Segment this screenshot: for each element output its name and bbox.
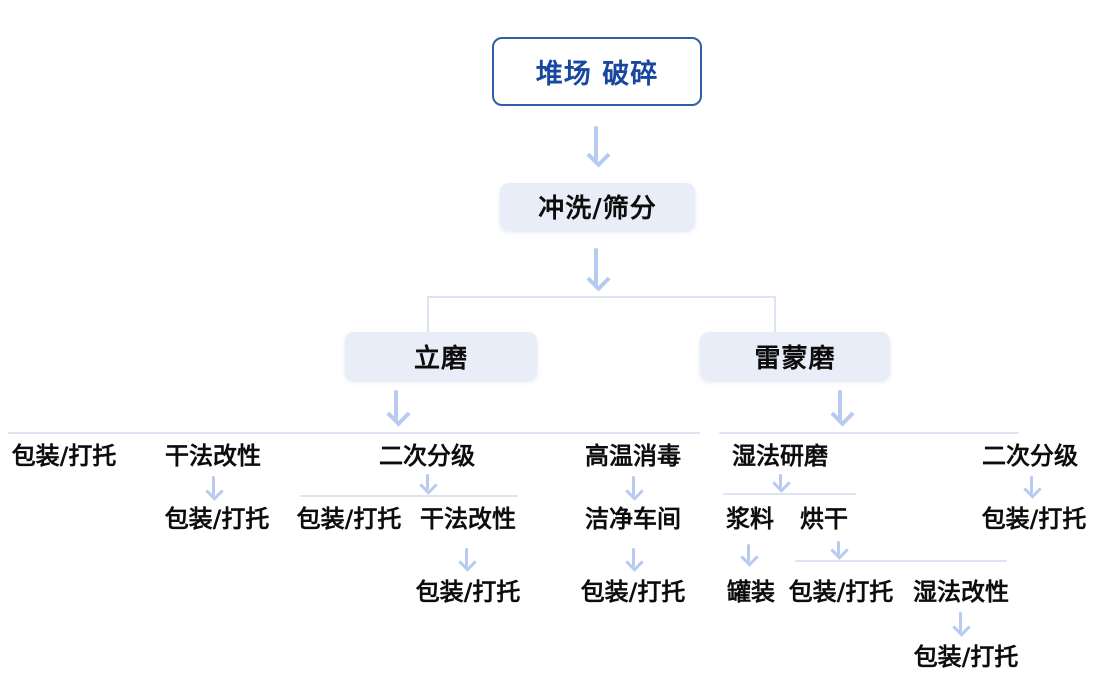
down-arrow-icon — [1019, 476, 1043, 499]
node-high-temp-sterilization: 高温消毒 — [585, 442, 681, 470]
down-arrow-icon — [828, 390, 852, 427]
node-raymond-mill: 雷蒙磨 — [700, 332, 890, 380]
node-drying: 烘干 — [800, 505, 848, 533]
down-arrow-icon — [621, 548, 645, 572]
node-stockyard-crushing: 堆场 破碎 — [492, 37, 702, 106]
down-arrow-icon — [454, 548, 478, 572]
down-arrow-icon — [384, 390, 408, 427]
node-dry-modification: 干法改性 — [165, 442, 261, 470]
branch-connector-line — [300, 495, 518, 497]
down-arrow-icon — [768, 474, 792, 493]
node-secondary-classification: 二次分级 — [379, 442, 475, 470]
node-packing-palletizing: 包装/打托 — [580, 578, 686, 606]
down-arrow-icon — [584, 126, 608, 168]
node-dry-modification: 干法改性 — [420, 505, 516, 533]
down-arrow-icon — [948, 612, 972, 637]
node-clean-workshop: 洁净车间 — [585, 505, 681, 533]
branch-connector-line — [719, 432, 1019, 434]
node-packing-palletizing: 包装/打托 — [11, 442, 117, 470]
node-packing-palletizing: 包装/打托 — [415, 578, 521, 606]
down-arrow-icon — [736, 544, 760, 567]
node-packing-palletizing: 包装/打托 — [296, 505, 402, 533]
node-packing-palletizing: 包装/打托 — [981, 505, 1087, 533]
node-secondary-classification: 二次分级 — [982, 442, 1078, 470]
node-wet-grinding: 湿法研磨 — [732, 442, 828, 470]
node-packing-palletizing: 包装/打托 — [788, 578, 894, 606]
down-arrow-icon — [415, 474, 439, 495]
branch-connector-line — [795, 560, 1007, 562]
node-packing-palletizing: 包装/打托 — [913, 643, 1019, 671]
node-vertical-mill: 立磨 — [345, 332, 537, 380]
node-wet-modification: 湿法改性 — [913, 578, 1009, 606]
down-arrow-icon — [621, 476, 645, 501]
split-connector-line — [774, 296, 776, 333]
node-packing-palletizing: 包装/打托 — [164, 505, 270, 533]
down-arrow-icon — [201, 476, 225, 501]
down-arrow-icon — [826, 541, 850, 560]
node-canning: 罐装 — [727, 578, 775, 606]
split-connector-line — [427, 296, 429, 333]
split-connector-line — [427, 296, 776, 298]
down-arrow-icon — [584, 248, 608, 292]
branch-connector-line — [8, 432, 700, 434]
node-slurry: 浆料 — [726, 505, 774, 533]
node-washing-screening: 冲洗/筛分 — [500, 183, 695, 230]
branch-connector-line — [723, 493, 856, 495]
